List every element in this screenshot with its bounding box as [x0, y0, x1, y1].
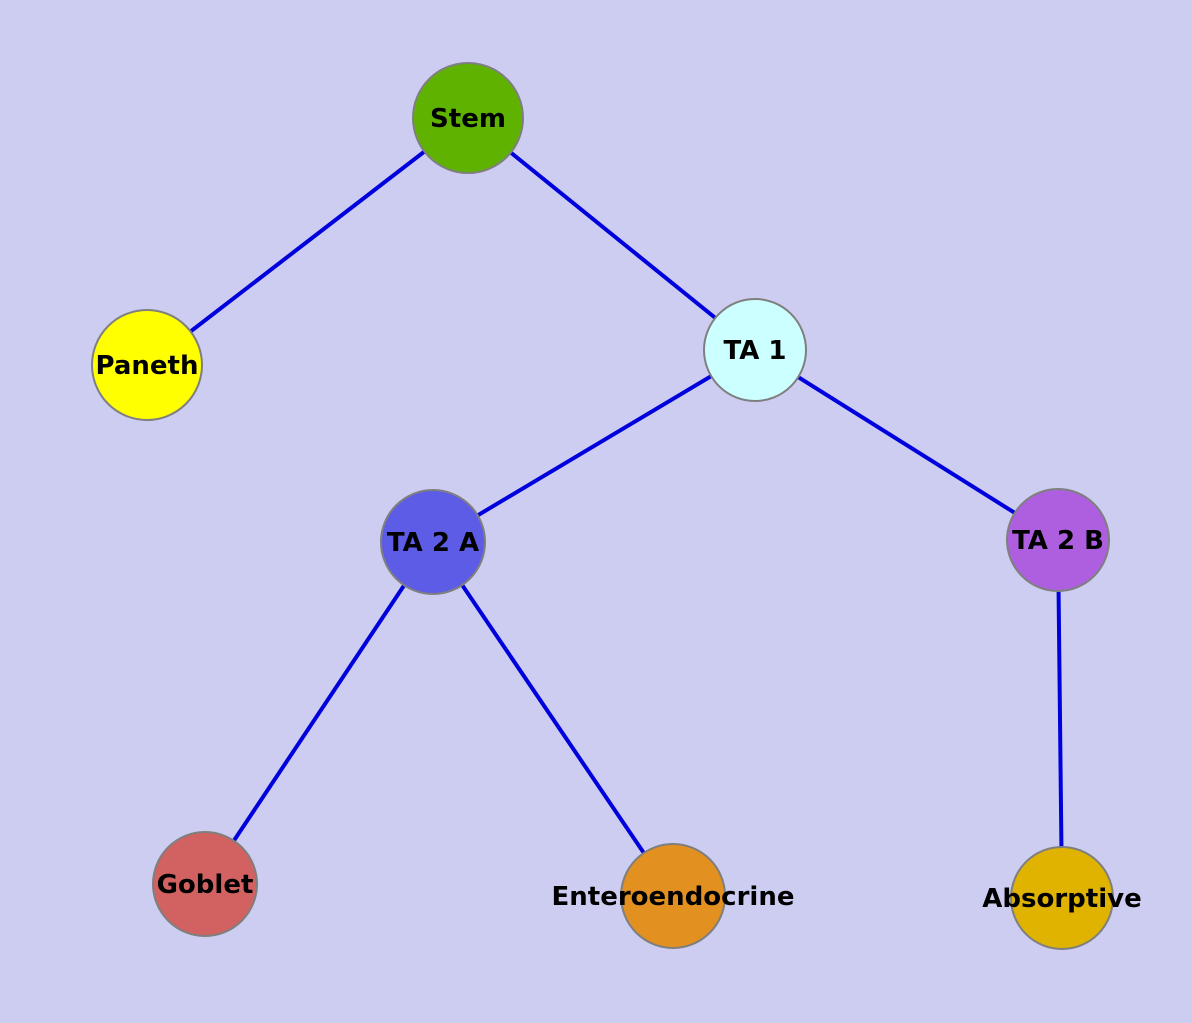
node-label-enteroendocrine: Enteroendocrine: [552, 882, 795, 912]
node-label-goblet: Goblet: [157, 870, 254, 900]
node-stem: [412, 62, 524, 174]
node-enteroendocrine: [620, 843, 726, 949]
node-ta2b: [1006, 488, 1110, 592]
node-ta1: [703, 298, 807, 402]
edge-stem-ta1: [466, 116, 757, 352]
edge-ta1-ta2a: [431, 348, 757, 544]
node-goblet: [152, 831, 258, 937]
edge-ta2a-enteroendocrine: [431, 540, 675, 898]
edge-ta2a-goblet: [203, 540, 435, 886]
node-label-ta2a: TA 2 A: [387, 528, 479, 558]
node-label-ta2b: TA 2 B: [1012, 526, 1104, 556]
edge-stem-paneth: [145, 116, 470, 367]
node-label-ta1: TA 1: [724, 336, 787, 366]
node-label-absorptive: Absorptive: [982, 884, 1141, 914]
edge-layer: [145, 116, 1064, 899]
node-label-stem: Stem: [430, 104, 506, 134]
node-paneth: [91, 309, 203, 421]
edge-ta1-ta2b: [753, 348, 1060, 542]
node-label-paneth: Paneth: [96, 351, 199, 381]
node-ta2a: [380, 489, 486, 595]
edge-ta2b-absorptive: [1056, 539, 1064, 899]
node-absorptive: [1010, 846, 1114, 950]
